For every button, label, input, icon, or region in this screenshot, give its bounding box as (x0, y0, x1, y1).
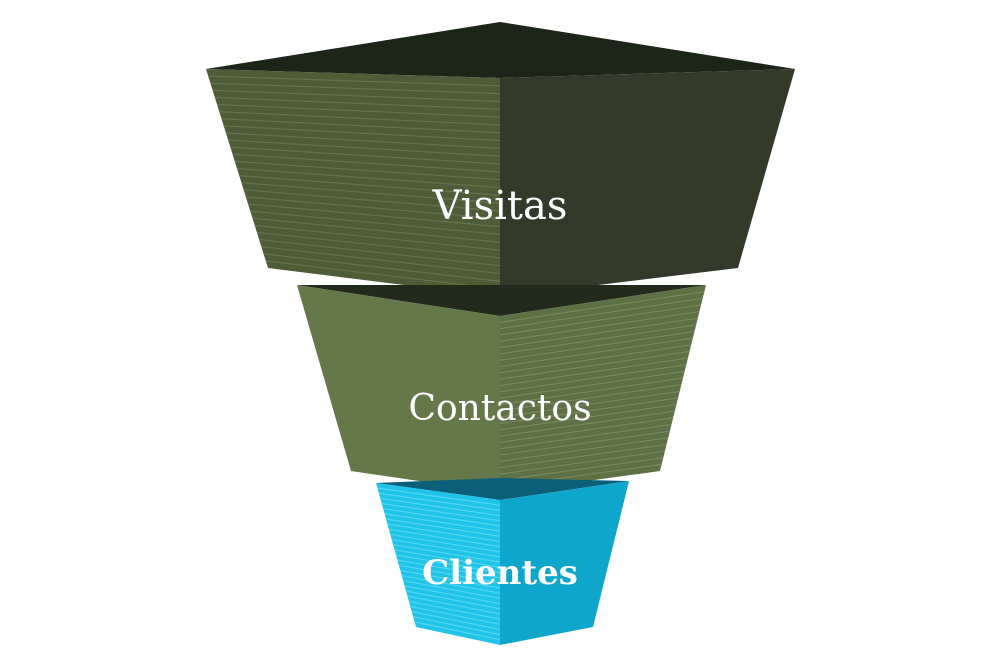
stripe-line (499, 457, 664, 481)
contactos-top-face (297, 285, 706, 316)
visitas-top-face (206, 22, 795, 78)
stripe-line (499, 377, 684, 406)
stripe-line (243, 189, 501, 212)
contactos-front-left-face (297, 285, 500, 493)
stage-label-clientes: Clientes (422, 553, 578, 593)
stripe-line (225, 132, 501, 149)
funnel-stage-clientes (376, 478, 629, 645)
stripe-line (234, 160, 501, 181)
stripe-line (232, 153, 501, 173)
stripe-line (410, 605, 501, 625)
contactos-stripes (499, 291, 705, 488)
stripe-line (208, 75, 501, 87)
stage-label-visitas: Visitas (432, 183, 568, 229)
stripe-line (265, 260, 501, 290)
stripe-line (499, 344, 692, 374)
stripe-line (499, 357, 689, 387)
stripe-line (236, 167, 501, 189)
stripe-line (250, 210, 501, 236)
visitas-stripes (208, 75, 501, 290)
stripe-line (401, 574, 501, 594)
stripe-line (499, 317, 698, 349)
stripe-line (499, 337, 693, 368)
stripe-line (221, 118, 501, 134)
funnel-stage-contactos (297, 285, 706, 493)
stripe-line (256, 231, 501, 259)
stripe-line (499, 397, 679, 425)
stripe-line (241, 182, 501, 204)
visitas-front-right-face (500, 69, 795, 297)
stripe-line (239, 175, 501, 196)
stripe-line (499, 310, 700, 342)
stripe-line (499, 330, 695, 361)
stripe-line (388, 528, 501, 548)
stripe-line (391, 538, 501, 558)
stripe-line (403, 580, 501, 599)
stripe-line (499, 417, 674, 444)
stripe-line (228, 139, 501, 157)
stripe-line (223, 125, 501, 142)
stripe-line (499, 450, 666, 475)
stripe-line (499, 291, 705, 323)
stripe-line (398, 564, 501, 584)
stripe-line (261, 246, 501, 275)
stripe-line (397, 559, 501, 579)
stripe-line (499, 370, 685, 399)
stripe-line (499, 443, 667, 469)
stripe-line (394, 549, 501, 568)
stripe-line (390, 533, 501, 553)
stripe-line (395, 554, 501, 574)
stripe-line (407, 595, 501, 615)
stripe-line (217, 103, 501, 118)
stripe-line (408, 600, 501, 620)
stripe-line (413, 616, 501, 636)
stripe-line (499, 390, 680, 418)
stripe-line (259, 238, 501, 267)
stripe-line (210, 82, 501, 95)
stripe-line (499, 364, 687, 393)
funnel-stage-visitas (206, 22, 795, 297)
stripe-line (378, 492, 501, 511)
stripe-line (245, 196, 501, 220)
stripe-line (383, 508, 501, 527)
stripe-line (252, 217, 501, 243)
stripe-line (219, 111, 501, 126)
stripe-line (248, 203, 501, 228)
stripe-line (499, 324, 697, 355)
stripe-line (400, 569, 501, 589)
clientes-front-right-face (500, 481, 629, 645)
stripe-line (499, 430, 670, 456)
stripe-line (377, 487, 501, 506)
stripe-line (380, 497, 501, 517)
stripe-line (499, 384, 682, 412)
stripe-line (230, 146, 501, 165)
stage-label-contactos: Contactos (408, 388, 592, 429)
stripe-line (384, 513, 501, 532)
stripe-line (404, 585, 501, 605)
stripe-line (499, 410, 675, 437)
stripe-line (411, 610, 501, 631)
stripe-line (387, 523, 501, 543)
stripe-line (499, 297, 703, 330)
clientes-front-left-face (376, 483, 500, 645)
clientes-stripes (377, 487, 501, 641)
stripe-line (414, 621, 501, 641)
stripe-line (499, 437, 669, 462)
stripe-line (499, 350, 690, 380)
stripe-line (499, 304, 702, 336)
stripe-line (381, 502, 501, 522)
stripe-line (212, 89, 501, 103)
stripe-line (499, 403, 677, 431)
stripe-line (393, 544, 501, 563)
stripe-line (254, 224, 501, 251)
stripe-line (499, 423, 672, 450)
visitas-front-left-face (206, 69, 500, 297)
stripe-line (385, 518, 501, 537)
stripe-line (263, 253, 501, 282)
stripe-line (405, 590, 501, 610)
clientes-top-face (376, 478, 629, 500)
stripe-line (214, 96, 501, 110)
